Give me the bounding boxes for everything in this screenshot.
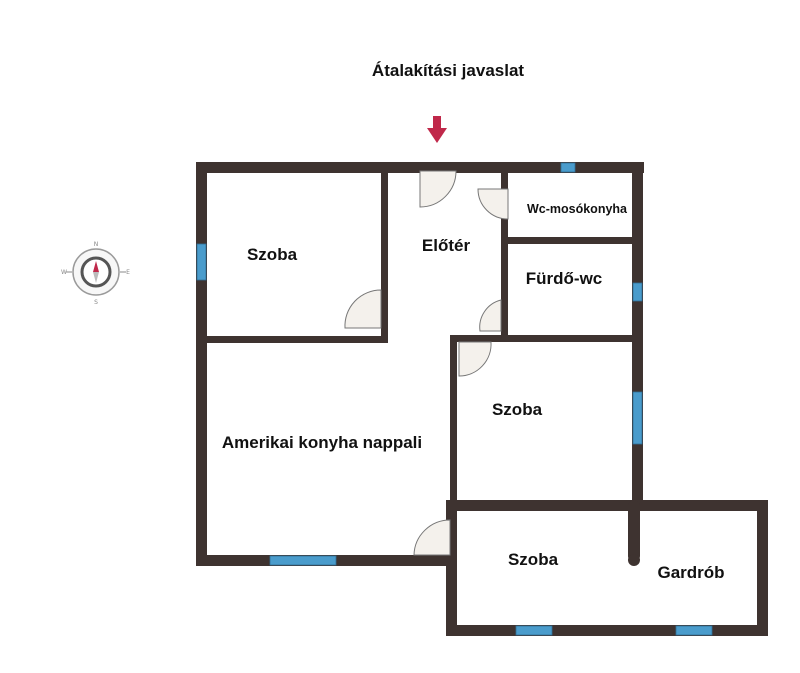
room-label-gardrob: Gardrób	[657, 563, 724, 582]
wall-gardrob-divider	[628, 500, 640, 562]
window-top	[560, 162, 576, 173]
wall-szoba2-left	[450, 335, 457, 505]
wall-szoba-right	[381, 173, 388, 343]
room-label-furdo-wc: Fürdő-wc	[526, 269, 603, 288]
door-wc	[477, 188, 509, 220]
door-entrance	[419, 170, 457, 208]
wall-szoba2-top	[450, 335, 632, 342]
compass-s: S	[94, 299, 98, 306]
window-bottom-szoba	[515, 625, 553, 636]
plan-title: Átalakítási javaslat	[372, 61, 524, 80]
window-left	[196, 243, 207, 281]
room-label-eloter: Előtér	[422, 236, 471, 255]
window-bottom-gardrob	[675, 625, 713, 636]
door-szoba-2	[458, 341, 492, 377]
wall-bottom-right	[446, 625, 768, 636]
windows	[196, 162, 713, 636]
room-label-amerikai-konyha: Amerikai konyha nappali	[222, 433, 422, 452]
window-right-furdo	[632, 282, 643, 302]
wall-right-upper	[632, 162, 643, 502]
compass-icon: N S W E	[61, 241, 130, 306]
wall-gardrob-top	[446, 500, 768, 511]
room-label-szoba-2: Szoba	[492, 400, 543, 419]
wall-wc-bottom	[508, 237, 632, 244]
wall-top	[196, 162, 644, 173]
wall-eloter-right	[501, 173, 508, 342]
arrow-down-icon	[427, 116, 447, 143]
door-szoba-1	[344, 289, 382, 329]
wall-szoba-bottom	[207, 336, 388, 343]
wall-szoba3-left	[446, 500, 457, 636]
walls	[196, 162, 768, 636]
door-nappali	[413, 519, 451, 556]
wall-left	[196, 162, 207, 566]
window-bottom-nappali	[269, 555, 337, 566]
door-furdo	[479, 299, 502, 332]
room-label-szoba-3: Szoba	[508, 550, 559, 569]
compass-w: W	[61, 269, 67, 276]
wall-gardrob-right	[757, 500, 768, 635]
window-right-szoba	[632, 391, 643, 445]
compass-e: E	[126, 269, 130, 276]
room-label-wc-mosokonyha: Wc-mosókonyha	[527, 202, 628, 216]
compass-n: N	[94, 241, 99, 248]
doors	[344, 170, 509, 556]
room-label-szoba-1: Szoba	[247, 245, 298, 264]
